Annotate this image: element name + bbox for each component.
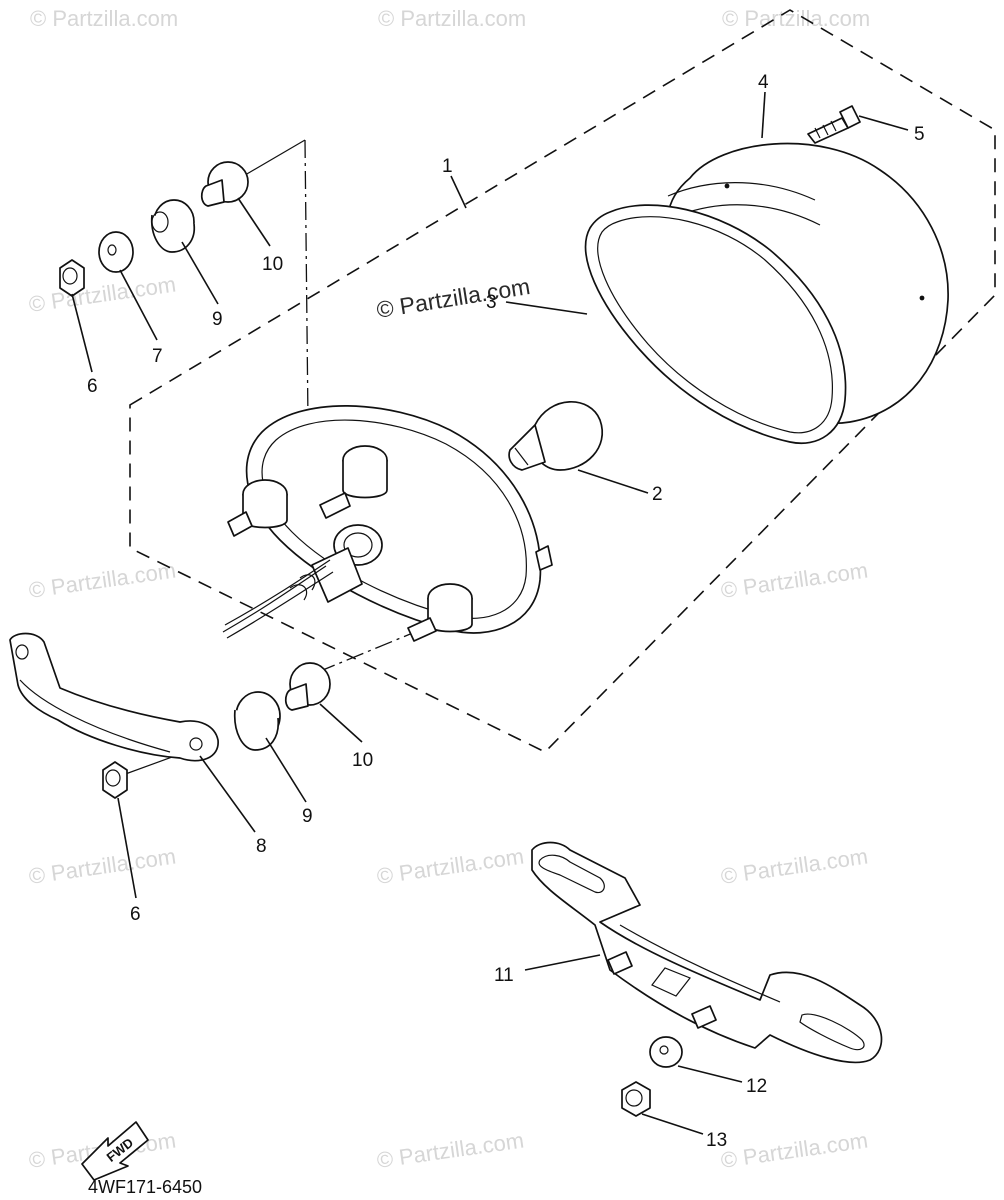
callout-10-lower: 10 [352,750,373,771]
callout-9-upper: 9 [212,309,223,330]
callout-5: 5 [914,124,925,145]
callout-6-upper: 6 [87,376,98,397]
watermark-center: © Partzilla.com [375,273,532,323]
screw-part[interactable] [807,105,861,144]
callout-labels: 1 2 3 4 5 6 6 7 8 9 9 10 10 11 12 13 [87,72,925,1151]
watermark: © Partzilla.com [27,844,177,889]
watermark: © Partzilla.com [375,1128,525,1173]
watermark: © Partzilla.com [722,6,870,31]
callout-13: 13 [706,1130,727,1151]
bulb-part[interactable] [508,401,603,471]
watermark: © Partzilla.com [375,844,525,889]
callout-4: 4 [758,72,769,93]
collar-part-lower[interactable] [284,662,331,711]
callout-3: 3 [486,292,497,313]
callout-9-lower: 9 [302,806,313,827]
callout-12: 12 [746,1076,767,1097]
watermark: © Partzilla.com [27,272,177,317]
grommet-part-lower[interactable] [233,691,281,751]
watermark: © Partzilla.com [27,558,177,603]
callout-11: 11 [494,965,514,986]
washer-part-12[interactable] [649,1036,683,1068]
collar-part-upper[interactable] [200,161,249,207]
callout-7: 7 [152,346,163,367]
nut-part-upper[interactable] [59,259,85,297]
mounting-stay-part[interactable] [9,632,219,762]
taillight-base-part[interactable] [222,405,553,642]
washer-part[interactable] [98,231,134,273]
callout-10-upper: 10 [262,254,283,275]
diagram-code: 4WF171-6450 [88,1177,202,1197]
watermark: © Partzilla.com [378,6,526,31]
callout-2: 2 [652,484,663,505]
nut-part-lower[interactable] [102,761,128,799]
watermark: © Partzilla.com [30,6,178,31]
watermark: © Partzilla.com [719,844,869,889]
callout-6-lower: 6 [130,904,141,925]
callout-1: 1 [442,156,453,177]
watermark: © Partzilla.com [719,558,869,603]
taillight-assembly-outline [129,9,996,753]
watermark: © Partzilla.com [719,1128,869,1173]
callout-8: 8 [256,836,267,857]
license-bracket-part[interactable] [531,841,883,1064]
nut-part-13[interactable] [621,1081,651,1117]
lens-gasket-part[interactable] [584,204,847,444]
leader-lines [71,91,909,1135]
grommet-part-upper[interactable] [150,199,196,253]
